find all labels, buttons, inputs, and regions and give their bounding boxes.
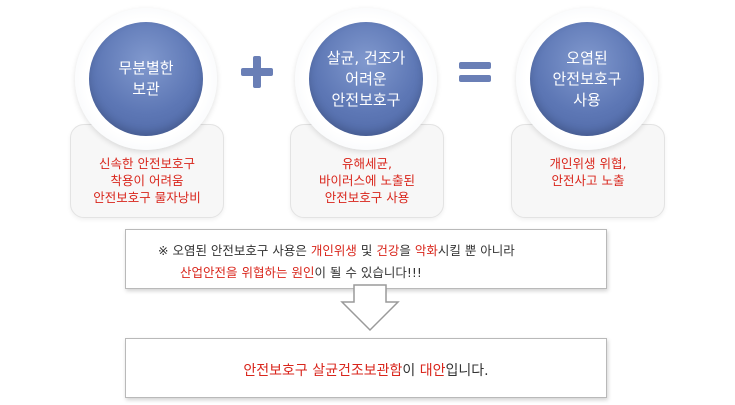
solution-plain: 이 (402, 363, 420, 379)
problem-circle-1-ring: 무분별한 보관 (75, 8, 217, 150)
note-text: 을 (399, 243, 415, 258)
warning-note-box: ※ 오염된 안전보호구 사용은 개인위생 및 건강을 악화시킬 뿐 아니라 산업… (125, 229, 607, 289)
problem-card-2-text: 유해세균, 바이러스에 노출된 안전보호구 사용 (319, 156, 415, 205)
problem-circle-2: 살균, 건조가 어려운 안전보호구 (309, 22, 423, 136)
problem-card-2: 유해세균, 바이러스에 노출된 안전보호구 사용 (290, 124, 444, 218)
solution-highlight: 대안 (419, 363, 446, 379)
note-highlight: 건강 (376, 243, 400, 258)
note-text: ※ 오염된 안전보호구 사용은 (158, 243, 311, 258)
problem-card-3: 개인위생 위협, 안전사고 노출 (511, 124, 665, 218)
plus-icon (237, 52, 277, 92)
solution-plain: 입니다. (445, 363, 489, 379)
problem-circle-1-text: 무분별한 보관 (118, 59, 174, 98)
note-text: 시킬 뿐 아니라 (437, 243, 515, 258)
problem-card-1-text: 신속한 안전보호구 착용이 어려움 안전보호구 물자낭비 (93, 156, 201, 205)
problem-circle-3-ring: 오염된 안전보호구 사용 (516, 8, 658, 150)
warning-note-line-2: 산업안전을 위협하는 원인이 될 수 있습니다!!! (180, 262, 422, 281)
down-arrow-icon (340, 284, 400, 332)
problem-card-3-text: 개인위생 위협, 안전사고 노출 (549, 156, 627, 188)
note-text: 이 될 수 있습니다!!! (314, 265, 422, 280)
note-highlight: 악화 (414, 243, 438, 258)
problem-circle-1: 무분별한 보관 (89, 22, 203, 136)
solution-text: 안전보호구 살균건조보관함이 대안입니다. (126, 360, 606, 380)
equals-icon (455, 52, 495, 92)
note-text: 및 (356, 243, 377, 258)
warning-note-line-1: ※ 오염된 안전보호구 사용은 개인위생 및 건강을 악화시킬 뿐 아니라 (158, 240, 515, 259)
note-highlight: 산업안전을 위협하는 원인 (180, 265, 315, 280)
problem-circle-3: 오염된 안전보호구 사용 (530, 22, 644, 136)
solution-highlight: 안전보호구 살균건조보관함 (243, 363, 403, 379)
note-highlight: 개인위생 (310, 243, 357, 258)
problem-circle-2-text: 살균, 건조가 어려운 안전보호구 (326, 48, 406, 109)
problem-circle-3-text: 오염된 안전보호구 사용 (552, 48, 622, 109)
solution-box: 안전보호구 살균건조보관함이 대안입니다. (125, 338, 607, 398)
problem-circle-2-ring: 살균, 건조가 어려운 안전보호구 (295, 8, 437, 150)
